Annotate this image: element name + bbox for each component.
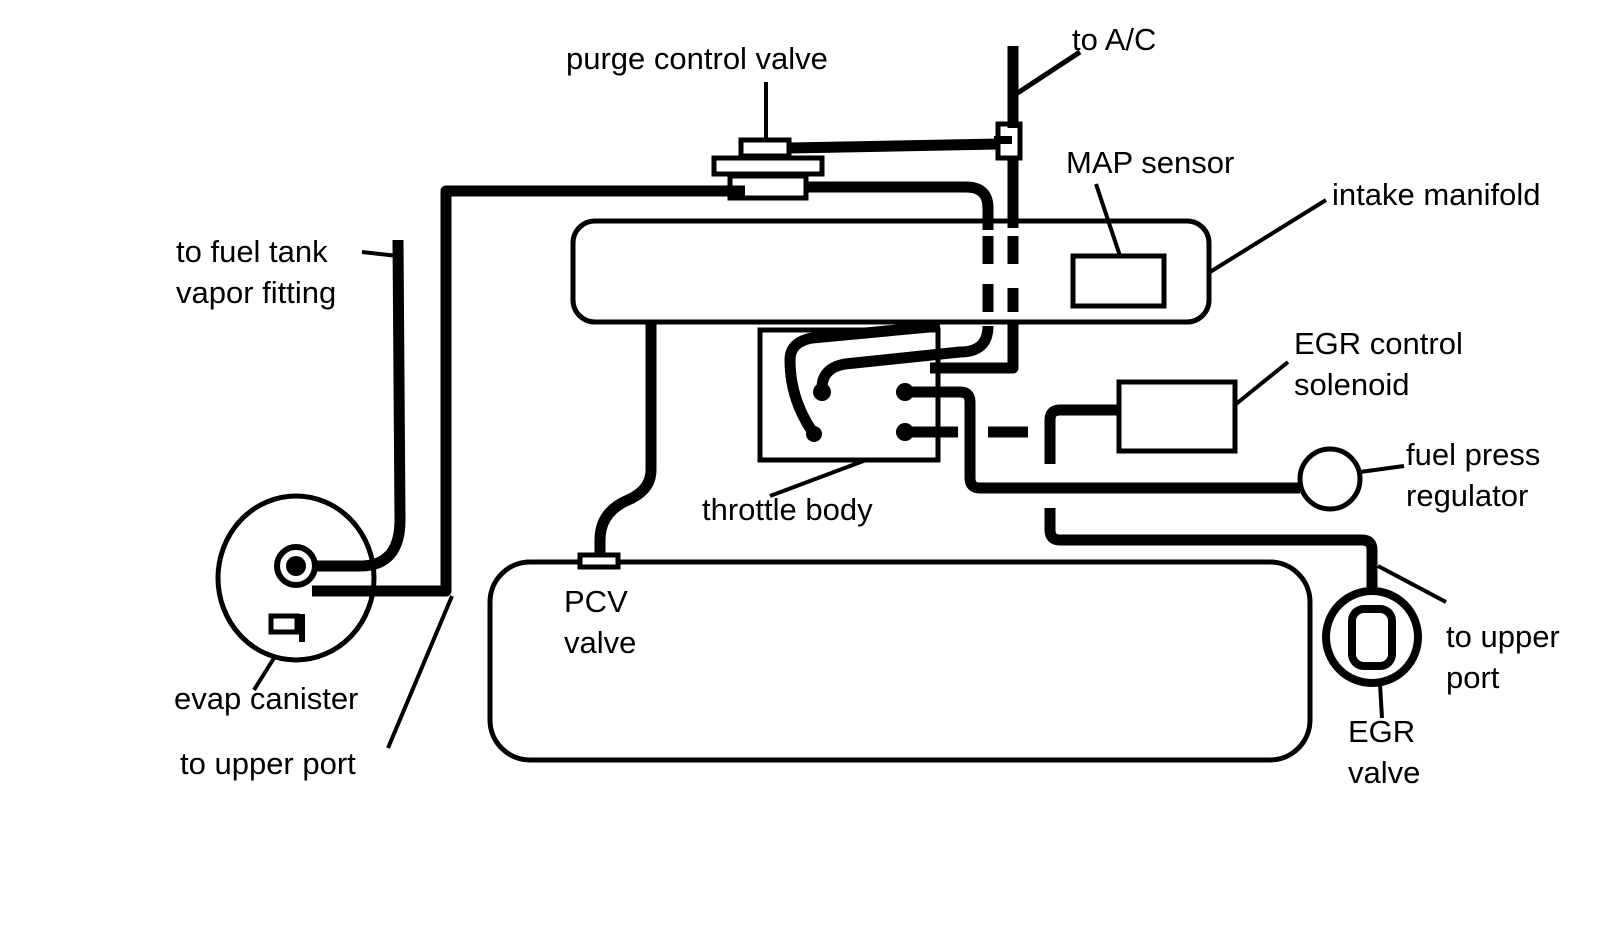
- label-to-ac: to A/C: [1072, 22, 1156, 57]
- egr-control-solenoid: [1116, 379, 1238, 454]
- label-intake-manifold: intake manifold: [1332, 177, 1541, 212]
- engine-block: [487, 559, 1313, 763]
- label-pcv-valve: valve: [564, 625, 636, 660]
- evap-canister: [215, 493, 377, 663]
- label-pcv: PCV: [564, 584, 628, 619]
- label-port-right: port: [1446, 660, 1500, 695]
- label-to-upper-port-right: to upper: [1446, 619, 1560, 654]
- label-egr: EGR: [1348, 714, 1415, 749]
- label-solenoid: solenoid: [1294, 367, 1409, 402]
- label-to-upper-port-left: to upper port: [180, 746, 356, 781]
- fuel-pressure-regulator: [1297, 446, 1363, 512]
- egr-valve: [1322, 587, 1422, 687]
- throttle-body-ports: [806, 383, 914, 442]
- label-evap-canister: evap canister: [174, 681, 358, 716]
- label-egr-control: EGR control: [1294, 326, 1463, 361]
- vacuum-hoses: [312, 46, 1378, 597]
- label-purge-control-valve: purge control valve: [566, 41, 828, 76]
- label-regulator: regulator: [1406, 478, 1528, 513]
- label-egr-valve: valve: [1348, 755, 1420, 790]
- pcv-valve: [577, 552, 621, 570]
- map-sensor: [1070, 253, 1167, 309]
- label-to-fuel-tank: to fuel tank: [176, 234, 328, 269]
- label-fuel-press: fuel press: [1406, 437, 1540, 472]
- label-map-sensor: MAP sensor: [1066, 145, 1234, 180]
- labels: purge control valve to A/C MAP sensor in…: [174, 22, 1560, 790]
- intake-manifold: [570, 218, 1212, 325]
- label-vapor-fitting: vapor fitting: [176, 275, 336, 310]
- label-throttle-body: throttle body: [702, 492, 873, 527]
- leader-lines: [252, 82, 1447, 749]
